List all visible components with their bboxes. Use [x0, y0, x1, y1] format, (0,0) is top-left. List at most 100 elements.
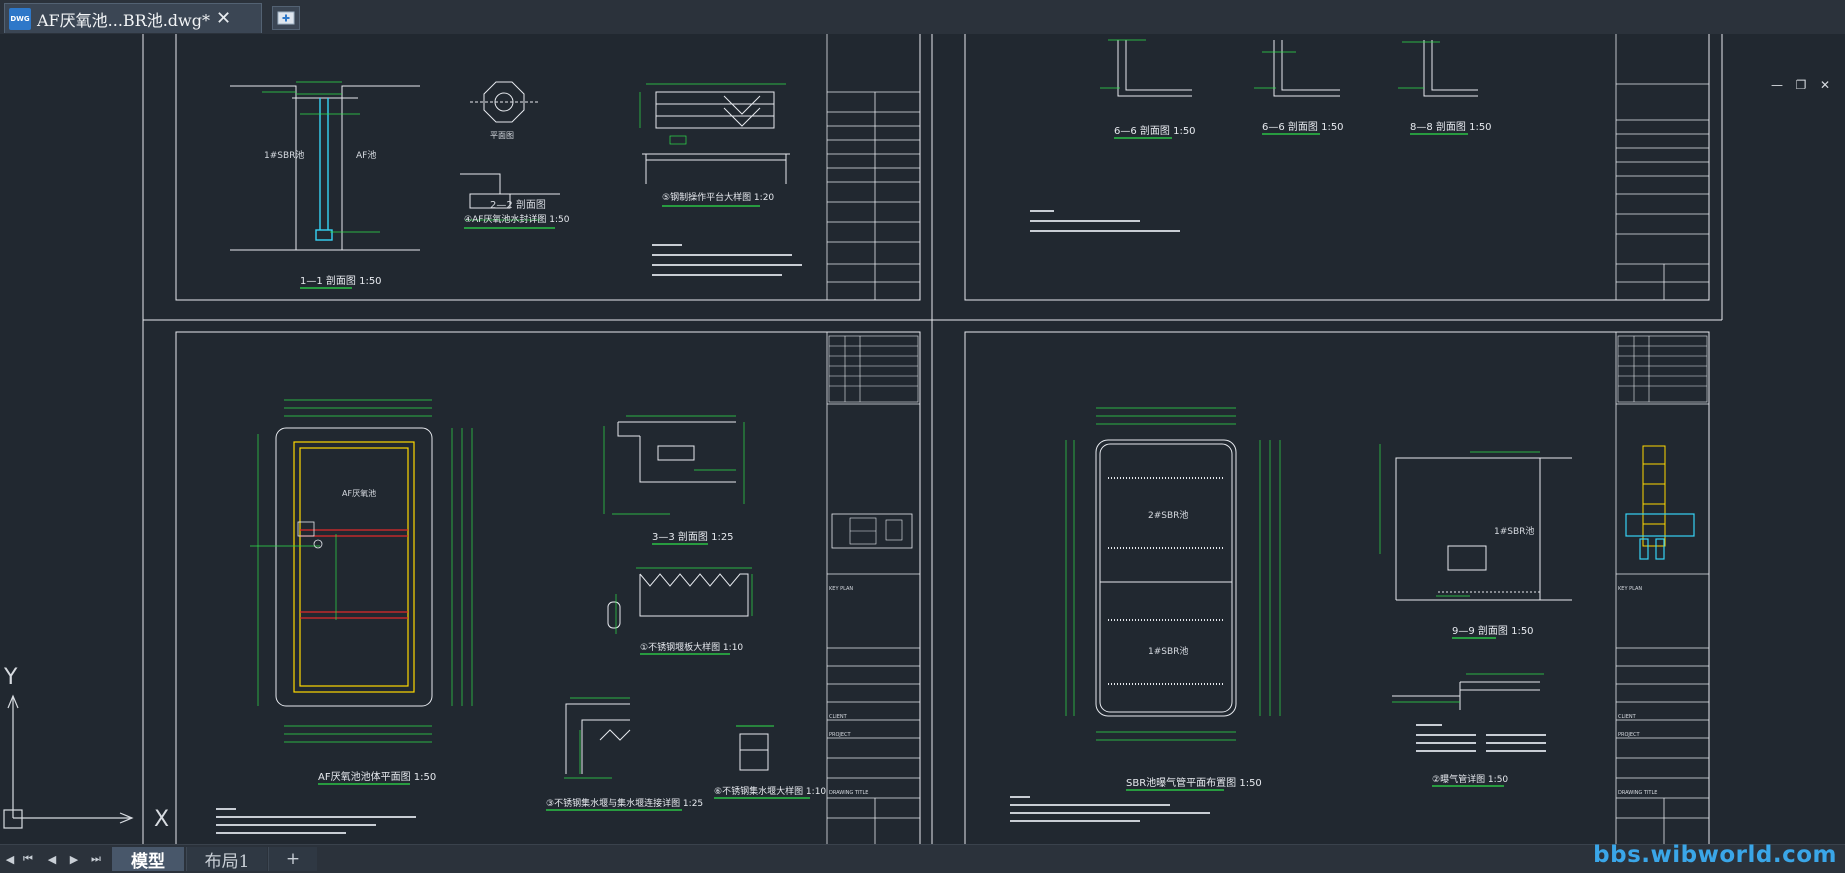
notes-bottom-right	[1010, 796, 1210, 822]
title-section-8-8: 8—8 剖面图 1:50	[1410, 120, 1492, 133]
layout-tab-bar: ◀ ⏮ ◀ ▶ ⏭ 模型 布局1 +	[0, 844, 1845, 873]
tab-layout1[interactable]: 布局1	[186, 847, 267, 872]
section-1-1-dims	[262, 81, 380, 233]
close-drawing-icon[interactable]: ✕	[1819, 78, 1831, 92]
section-6-6-a-dims	[1100, 39, 1146, 89]
title-section-6-6-b: 6—6 剖面图 1:50	[1262, 120, 1344, 133]
detail-3-connection	[565, 703, 631, 774]
af-plan-fixture	[297, 521, 323, 549]
detail-2-notes	[1416, 724, 1546, 752]
project-label: PROJECT	[1618, 732, 1641, 738]
key-plan-label: KEY PLAN	[829, 586, 853, 592]
drawing-window-controls: — ❐ ✕	[1769, 78, 1833, 92]
af-plan-walls	[293, 441, 415, 693]
title-sbr-plan: SBR池曝气管平面布置图 1:50	[1126, 776, 1262, 789]
title-detail-1: ①不锈钢堰板大样图 1:10	[640, 641, 743, 653]
label-sbr1-section: 1#SBR池	[1494, 525, 1534, 537]
section-1-1-labels: 1#SBR池 AF池	[264, 149, 376, 161]
site-watermark: bbs.wibworld.com	[1593, 842, 1837, 868]
detail-1-dims	[615, 567, 753, 634]
af-plan-beams	[300, 529, 408, 619]
title-detail-4: ④AF厌氧池水封详图 1:50	[464, 213, 570, 225]
label-af-pool: AF池	[356, 149, 376, 161]
title-top-view: 平面图	[490, 131, 514, 140]
section-6-6-a	[1117, 40, 1192, 97]
ucs-x-label: X	[154, 807, 169, 832]
drawing-title-label: DRAWING TITLE	[829, 790, 868, 796]
title-blocks	[826, 34, 1709, 844]
restore-icon[interactable]: ❐	[1795, 78, 1807, 92]
client-label: CLIENT	[1618, 714, 1637, 720]
cad-drawing: KEY PLAN KEY PLAN DRAWING TITLE DRAWING …	[3, 34, 1723, 844]
add-layout-button[interactable]: +	[268, 847, 317, 871]
section-3-3	[617, 421, 736, 483]
ucs-y-label: Y	[3, 665, 18, 690]
ucs-icon	[3, 694, 134, 829]
prev-layout-icon[interactable]: ◀	[47, 852, 57, 866]
af-plan-outline	[275, 427, 433, 707]
section-3-3-dims	[603, 415, 745, 515]
tab-model[interactable]: 模型	[112, 847, 184, 872]
section-2-2-labels: 平面图 2—2 剖面图	[490, 131, 546, 211]
new-tab-button[interactable]	[272, 6, 300, 30]
label-sbr1-plan: 1#SBR池	[1148, 645, 1188, 657]
sbr-plan-outline	[1095, 439, 1237, 717]
next-layout-icon[interactable]: ▶	[69, 852, 79, 866]
title-af-plan: AF厌氧池池体平面图 1:50	[318, 770, 436, 783]
close-tab-icon[interactable]: ✕	[216, 8, 232, 29]
titleblock-texts: KEY PLAN KEY PLAN DRAWING TITLE DRAWING …	[829, 586, 1657, 796]
title-detail-3: ③不锈钢集水堰与集水堰连接详图 1:25	[546, 797, 703, 809]
af-plan-dims	[250, 399, 473, 743]
label-sbr2: 2#SBR池	[1148, 509, 1188, 521]
title-section-6-6-a: 6—6 剖面图 1:50	[1114, 124, 1196, 137]
drawing-title-label: DRAWING TITLE	[1618, 790, 1657, 796]
first-layout-icon[interactable]: ⏮	[23, 852, 33, 865]
title-detail-2: ②曝气管详图 1:50	[1432, 773, 1508, 785]
sheet-borders	[142, 34, 1723, 844]
section-2-2	[460, 81, 560, 209]
key-plan-label: KEY PLAN	[1618, 586, 1642, 592]
scroll-left-icon[interactable]: ◀	[5, 852, 15, 866]
drawing-canvas[interactable]: KEY PLAN KEY PLAN DRAWING TITLE DRAWING …	[0, 34, 1845, 844]
document-tab[interactable]: DWG AF厌氧池...BR池.dwg* ✕	[4, 3, 262, 33]
section-1-1-pipe	[315, 98, 333, 241]
notes-top-right	[1030, 210, 1180, 232]
minimize-icon[interactable]: —	[1771, 78, 1783, 92]
detail-2-dims	[1392, 673, 1544, 703]
title-section-2-2: 2—2 剖面图	[490, 198, 546, 211]
section-8-8-dims	[1398, 41, 1440, 89]
document-tab-bar: DWG AF厌氧池...BR池.dwg* ✕	[0, 0, 1845, 35]
label-sbr1: 1#SBR池	[264, 149, 304, 161]
section-9-9	[1395, 457, 1572, 601]
sbr-aeration-pipes	[1108, 477, 1224, 685]
notes-top-left	[652, 244, 802, 276]
notes-bottom-left	[216, 808, 416, 834]
detail-6-collector	[736, 725, 774, 771]
detail-1-weir-plate	[607, 573, 749, 629]
sbr-plan-labels: 2#SBR池 1#SBR池	[1148, 509, 1188, 657]
title-detail-5: ⑤钢制操作平台大样图 1:20	[662, 191, 774, 203]
new-document-icon	[277, 11, 295, 25]
client-label: CLIENT	[829, 714, 848, 720]
key-plan-thumbnail-colored	[1625, 445, 1695, 560]
title-section-3-3: 3—3 剖面图 1:25	[652, 530, 734, 543]
dwg-file-icon: DWG	[9, 7, 31, 30]
last-layout-icon[interactable]: ⏭	[91, 852, 101, 865]
section-6-6-b-dims	[1254, 51, 1296, 89]
title-detail-6: ⑥不锈钢集水堰大样图 1:10	[714, 785, 826, 797]
detail-3-dims	[564, 697, 630, 779]
title-section-9-9: 9—9 剖面图 1:50	[1452, 624, 1534, 637]
title-section-1-1: 1—1 剖面图 1:50	[300, 274, 382, 287]
section-1-1	[230, 85, 420, 251]
project-label: PROJECT	[829, 732, 852, 738]
detail-5-dims	[639, 83, 786, 145]
label-af-pool-plan: AF厌氧池	[342, 488, 376, 498]
section-8-8	[1423, 40, 1478, 97]
section-6-6-b	[1273, 40, 1340, 97]
document-tab-title: AF厌氧池...BR池.dwg*	[37, 10, 210, 30]
key-plan-thumbnail	[831, 513, 913, 549]
sbr-plan-dims	[1065, 407, 1281, 741]
detail-5-platform	[642, 91, 790, 184]
detail-2-aeration	[1392, 681, 1540, 710]
section-9-9-dims	[1379, 444, 1540, 597]
